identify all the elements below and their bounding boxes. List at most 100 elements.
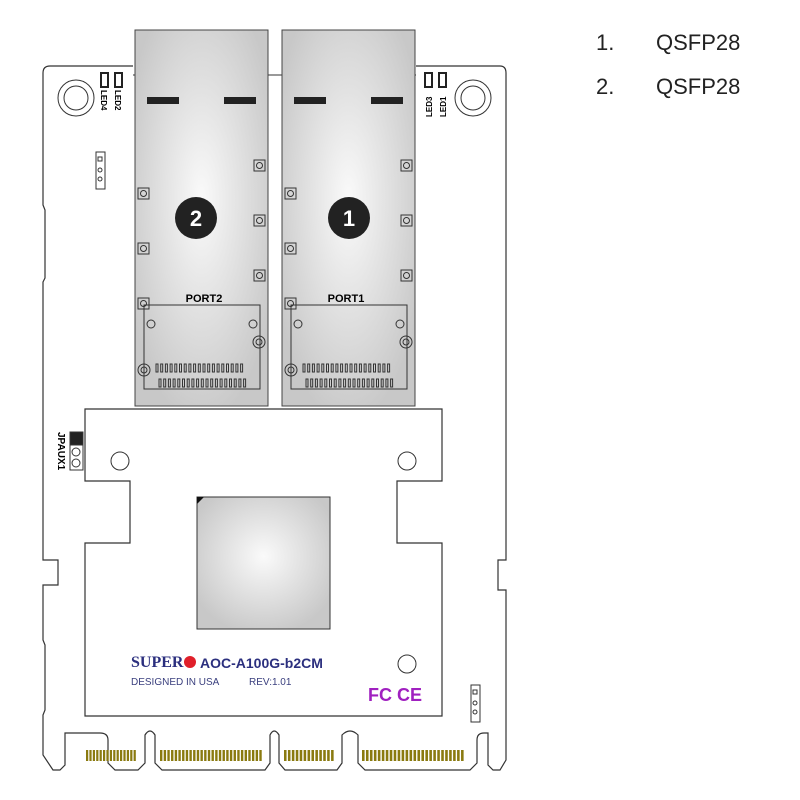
gold-finger <box>255 750 259 761</box>
gold-finger <box>207 750 211 761</box>
contact <box>335 363 339 373</box>
contact <box>167 378 171 388</box>
gold-finger <box>421 750 424 761</box>
contact <box>207 363 211 373</box>
gold-finger <box>189 750 192 761</box>
pad <box>284 187 297 200</box>
contact <box>226 363 229 373</box>
contact <box>163 378 167 388</box>
callout-2 <box>175 197 217 239</box>
gold-finger <box>373 750 377 761</box>
legend-item: 1.QSFP28 <box>596 30 740 74</box>
gold-finger <box>369 750 373 761</box>
contact <box>358 363 362 373</box>
contact <box>310 378 314 388</box>
pad <box>137 297 150 310</box>
gold-finger <box>381 750 385 761</box>
gold-finger <box>178 750 181 761</box>
gold-finger <box>92 750 96 761</box>
contact <box>329 378 332 388</box>
contact <box>340 363 344 373</box>
legend-label: QSFP28 <box>656 74 741 99</box>
contact <box>179 363 182 373</box>
gold-finger <box>163 750 167 761</box>
legend-label: QSFP28 <box>656 30 741 55</box>
legend: 1.QSFP28 2. QSFP28 <box>596 30 740 118</box>
contact <box>385 378 389 388</box>
contact <box>343 378 347 388</box>
gold-finger <box>130 750 133 761</box>
contact <box>390 378 394 388</box>
gold-finger <box>284 750 287 761</box>
contact <box>196 378 200 388</box>
gold-finger <box>244 750 247 761</box>
contact <box>377 363 381 373</box>
contact <box>182 378 185 388</box>
gold-finger <box>174 750 178 761</box>
gold-finger <box>307 750 311 761</box>
contact <box>155 363 159 373</box>
gold-finger <box>323 750 326 761</box>
gold-finger <box>182 750 185 761</box>
pad <box>253 159 266 172</box>
contact <box>229 378 232 388</box>
revision-label: REV:1.01 <box>249 677 292 688</box>
gold-finger <box>429 750 432 761</box>
gold-finger <box>365 750 369 761</box>
gold-finger <box>453 750 456 761</box>
contact <box>183 363 187 373</box>
contact <box>186 378 190 388</box>
contact <box>357 378 361 388</box>
gold-finger <box>327 750 330 761</box>
pad <box>400 214 413 227</box>
contact <box>197 363 201 373</box>
gold-finger <box>126 750 130 761</box>
gold-finger <box>248 750 251 761</box>
gold-finger <box>445 750 448 761</box>
gold-finger <box>229 750 233 761</box>
gold-finger <box>319 750 322 761</box>
contact <box>302 363 306 373</box>
gold-finger <box>103 750 106 761</box>
mounting-holes <box>57 79 492 674</box>
pad <box>284 297 297 310</box>
contact <box>373 363 376 373</box>
cage-pads <box>137 159 413 388</box>
gold-finger <box>457 750 460 761</box>
qsfp-port-1[interactable]: 1 PORT1 <box>281 29 416 407</box>
gold-finger <box>315 750 318 761</box>
contact <box>363 363 367 373</box>
gold-finger <box>185 750 189 761</box>
qsfp-port-2[interactable]: 2 PORT2 <box>134 29 269 407</box>
contact <box>238 378 242 388</box>
contact <box>216 363 220 373</box>
contact <box>330 363 334 373</box>
gold-finger <box>233 750 236 761</box>
contact <box>368 363 372 373</box>
contact <box>191 378 195 388</box>
gold-finger <box>237 750 240 761</box>
contact <box>333 378 337 388</box>
gold-finger <box>133 750 136 761</box>
contact <box>188 363 192 373</box>
gold-finger <box>251 750 255 761</box>
gold-finger <box>193 750 196 761</box>
gold-finger <box>409 750 413 761</box>
contact <box>193 363 197 373</box>
header-pins <box>69 151 481 723</box>
gold-finger <box>405 750 409 761</box>
contact <box>387 363 391 373</box>
led3-label: LED3 <box>425 96 434 117</box>
contact <box>233 378 237 388</box>
contact <box>361 378 365 388</box>
contact <box>319 378 323 388</box>
legend-number: 2. <box>596 74 615 99</box>
contact <box>172 378 176 388</box>
gold-finger <box>240 750 244 761</box>
gold-finger <box>113 750 116 761</box>
contact <box>352 378 356 388</box>
contact <box>371 378 375 388</box>
supermicro-logo: SUPER <box>131 654 184 671</box>
pad <box>284 242 297 255</box>
led1-label: LED1 <box>439 96 448 117</box>
